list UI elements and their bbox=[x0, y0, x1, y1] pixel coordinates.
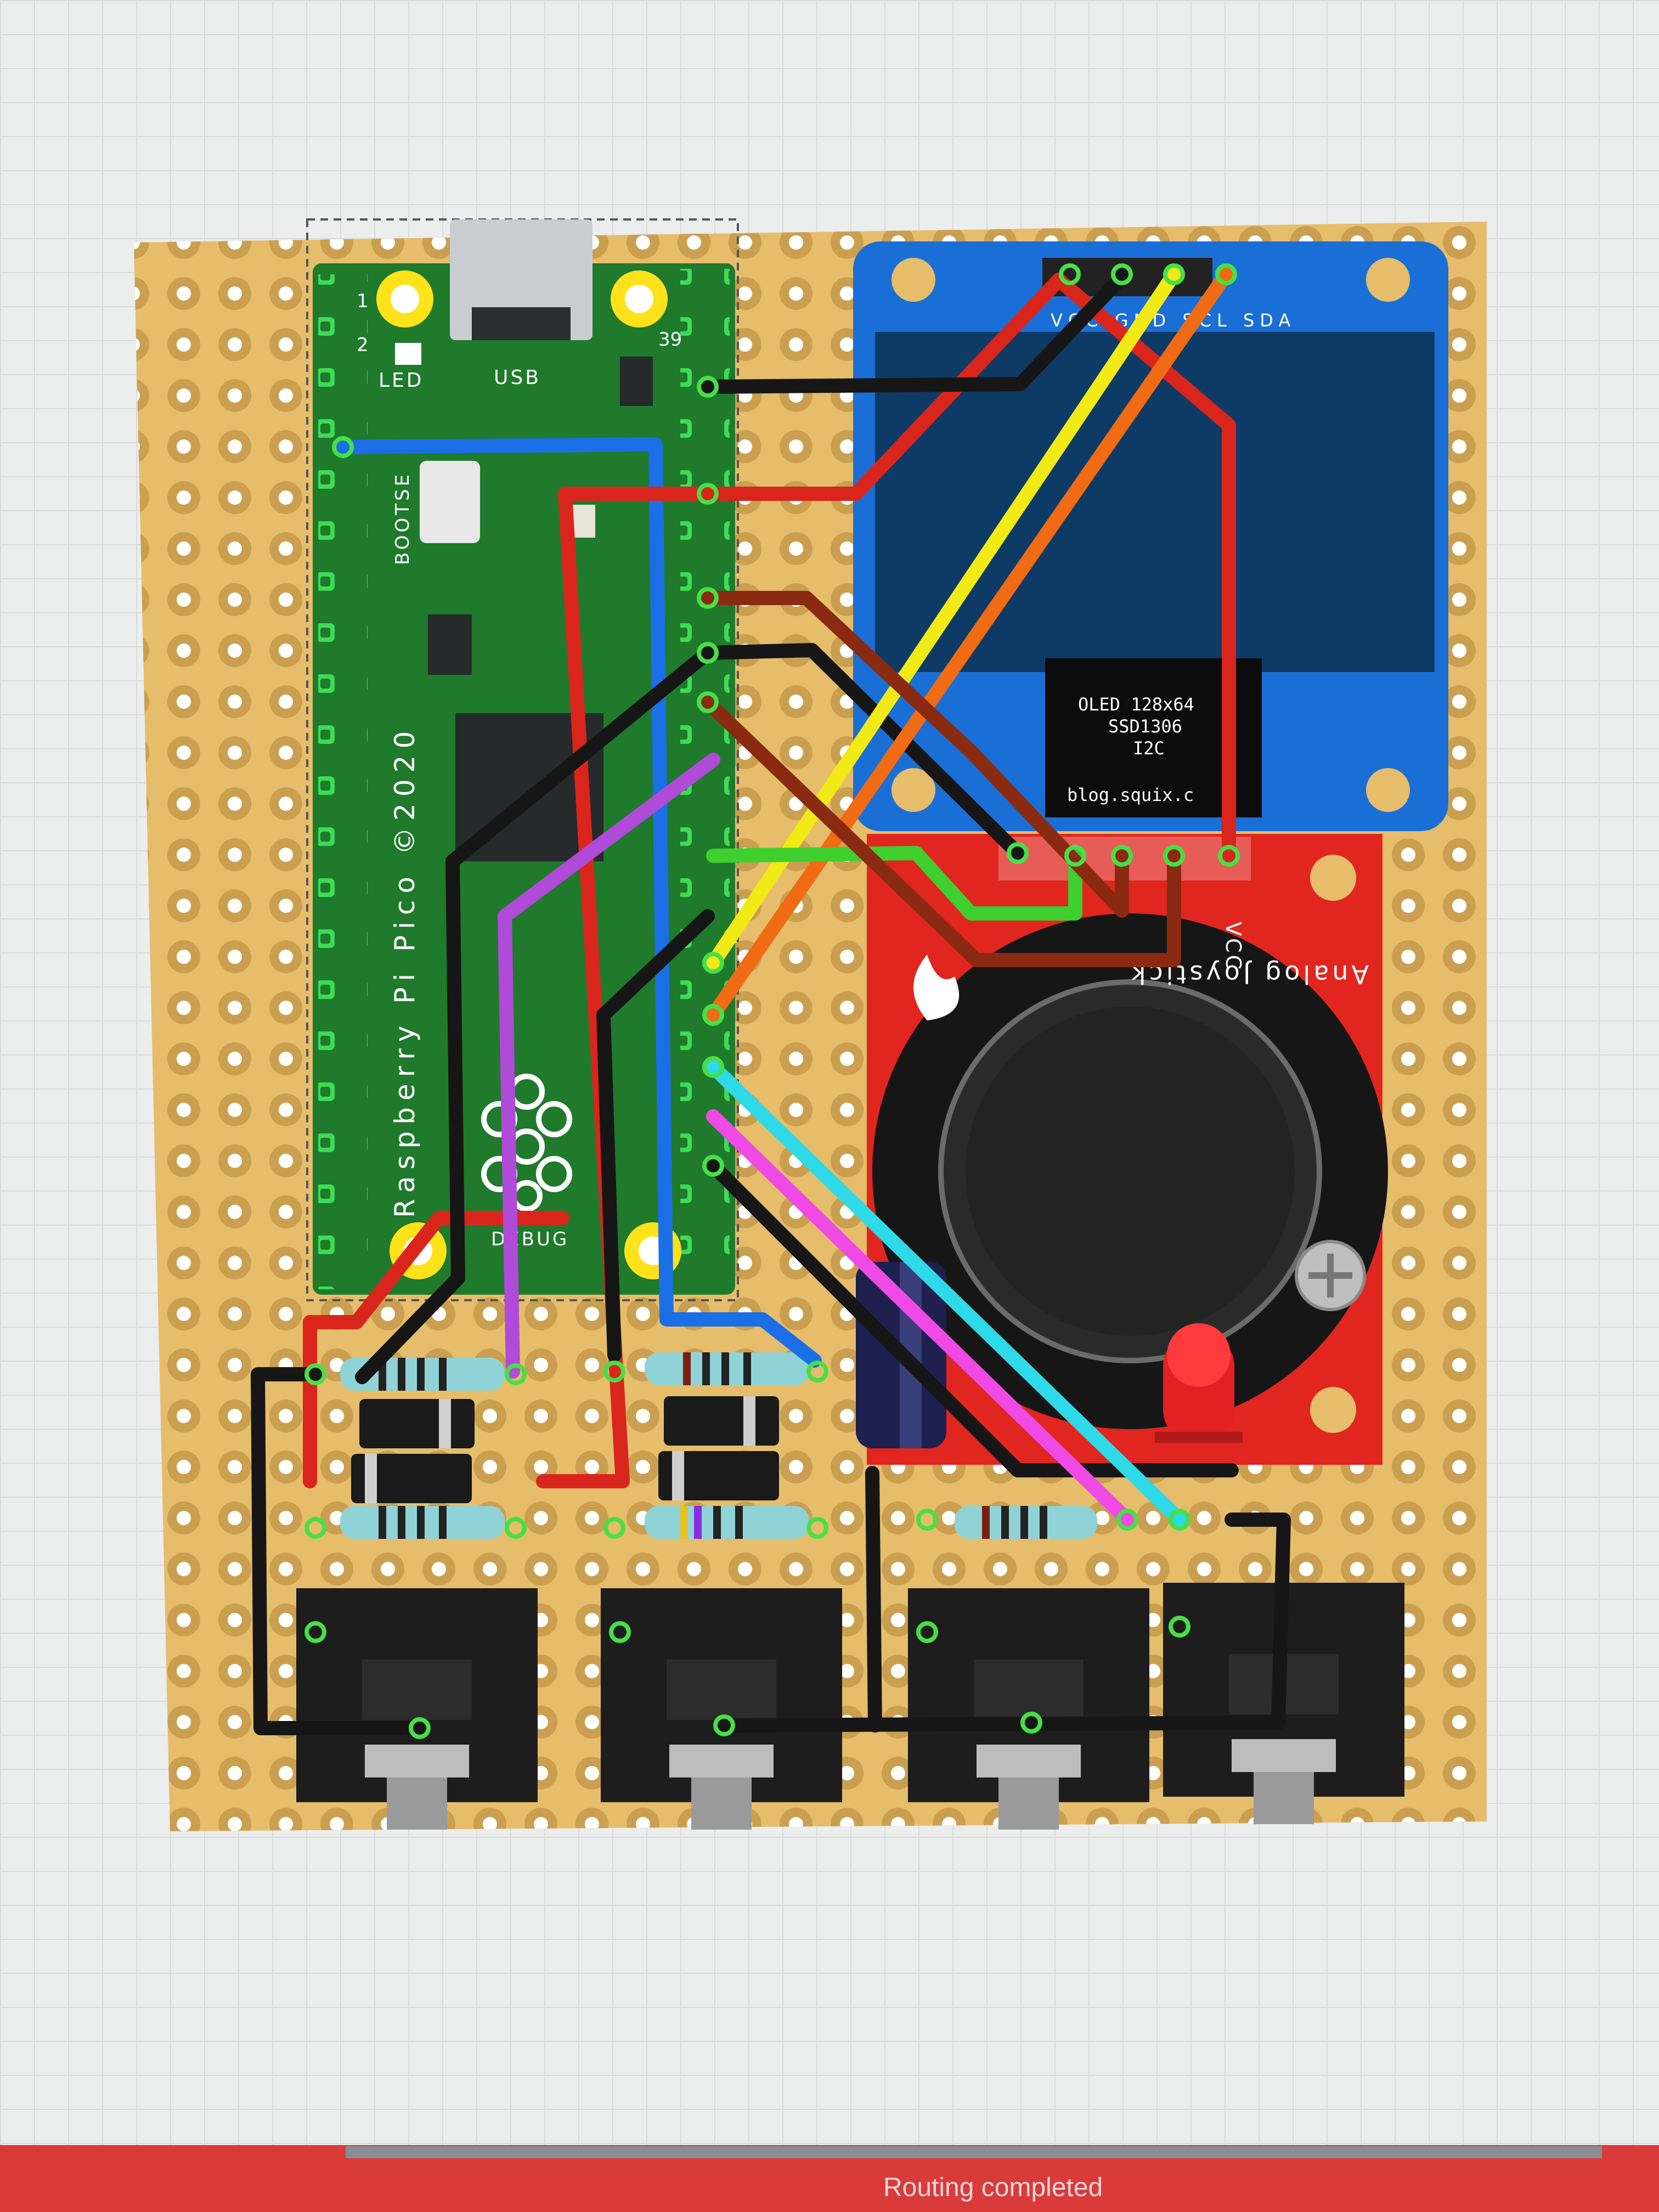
oled-label-line1: OLED 128x64 bbox=[1078, 694, 1194, 715]
resistor[interactable] bbox=[955, 1506, 1097, 1539]
raspberry-pi-pico[interactable]: 1 2 39 LED USB BOOTSE Raspberry Pi Pico … bbox=[306, 218, 739, 1301]
joystick-vcc-label: VCC bbox=[1221, 922, 1245, 972]
resistor[interactable] bbox=[645, 1506, 809, 1539]
connection-points bbox=[304, 263, 1240, 1739]
oled-label-line3: I2C bbox=[1133, 738, 1165, 759]
pico-bootsel-label: BOOTSE bbox=[392, 472, 414, 565]
oled-label-line2: SSD1306 bbox=[1108, 716, 1182, 737]
diode[interactable] bbox=[658, 1451, 779, 1500]
wire-orange bbox=[706, 267, 1233, 1022]
pico-board-name: Raspberry Pi Pico ©2020 bbox=[389, 725, 421, 1218]
wire-blue bbox=[336, 437, 822, 1368]
wire-brown bbox=[701, 591, 1129, 918]
wire-cyan bbox=[706, 1060, 1187, 1527]
status-bar-strip bbox=[346, 2146, 1602, 2158]
audio-jack-2[interactable] bbox=[601, 1588, 842, 1830]
oled-display-module[interactable]: VCC GND SCL SDA OLED 128x64 SSD1306 I2C … bbox=[853, 241, 1448, 831]
mounting-hole bbox=[1366, 768, 1410, 812]
wire-pink bbox=[706, 1109, 1135, 1527]
audio-jack-3[interactable] bbox=[908, 1588, 1149, 1830]
mounting-hole bbox=[891, 258, 935, 302]
mounting-hole bbox=[891, 768, 935, 812]
wires[interactable] bbox=[251, 267, 1291, 1735]
pico-usb-label: USB bbox=[494, 366, 541, 389]
wire-black bbox=[596, 909, 715, 1362]
wire-brown bbox=[701, 695, 1181, 967]
mounting-hole bbox=[1310, 1387, 1356, 1433]
resistor[interactable] bbox=[645, 1352, 809, 1385]
pico-pin-1-label: 1 bbox=[357, 290, 369, 312]
red-led[interactable] bbox=[1155, 1323, 1243, 1443]
wire-black bbox=[865, 1466, 882, 1733]
wire-black bbox=[251, 1367, 427, 1735]
analog-joystick-module[interactable]: Analog Joystick VCC bbox=[867, 834, 1388, 1465]
diode[interactable] bbox=[664, 1396, 779, 1446]
pico-pin-39-label: 39 bbox=[658, 329, 682, 351]
diode[interactable] bbox=[359, 1399, 475, 1448]
routing-status-message: Routing completed bbox=[883, 2173, 1103, 2202]
wire-black bbox=[701, 643, 1025, 860]
mounting-hole bbox=[1310, 855, 1356, 901]
wire-red bbox=[701, 273, 1236, 863]
diode[interactable] bbox=[351, 1454, 472, 1503]
resistor[interactable] bbox=[340, 1506, 505, 1539]
bootsel-button bbox=[420, 461, 480, 543]
pico-led-label: LED bbox=[379, 369, 424, 392]
wire-green bbox=[706, 846, 1082, 921]
wire-black bbox=[355, 646, 715, 1384]
pico-pin-2-label: 2 bbox=[357, 334, 369, 356]
wire-black bbox=[717, 1513, 1291, 1733]
wire-black bbox=[701, 267, 1132, 394]
wire-black bbox=[706, 1159, 1239, 1477]
wire-red bbox=[536, 487, 715, 1488]
flame-logo-icon bbox=[913, 955, 960, 1020]
pico-debug-label: DEBUG bbox=[491, 1228, 569, 1250]
audio-jack-1[interactable] bbox=[296, 1588, 538, 1830]
mounting-hole bbox=[1366, 258, 1410, 302]
wire-magenta bbox=[498, 753, 720, 1379]
oled-label-url: blog.squix.c bbox=[1067, 785, 1194, 805]
